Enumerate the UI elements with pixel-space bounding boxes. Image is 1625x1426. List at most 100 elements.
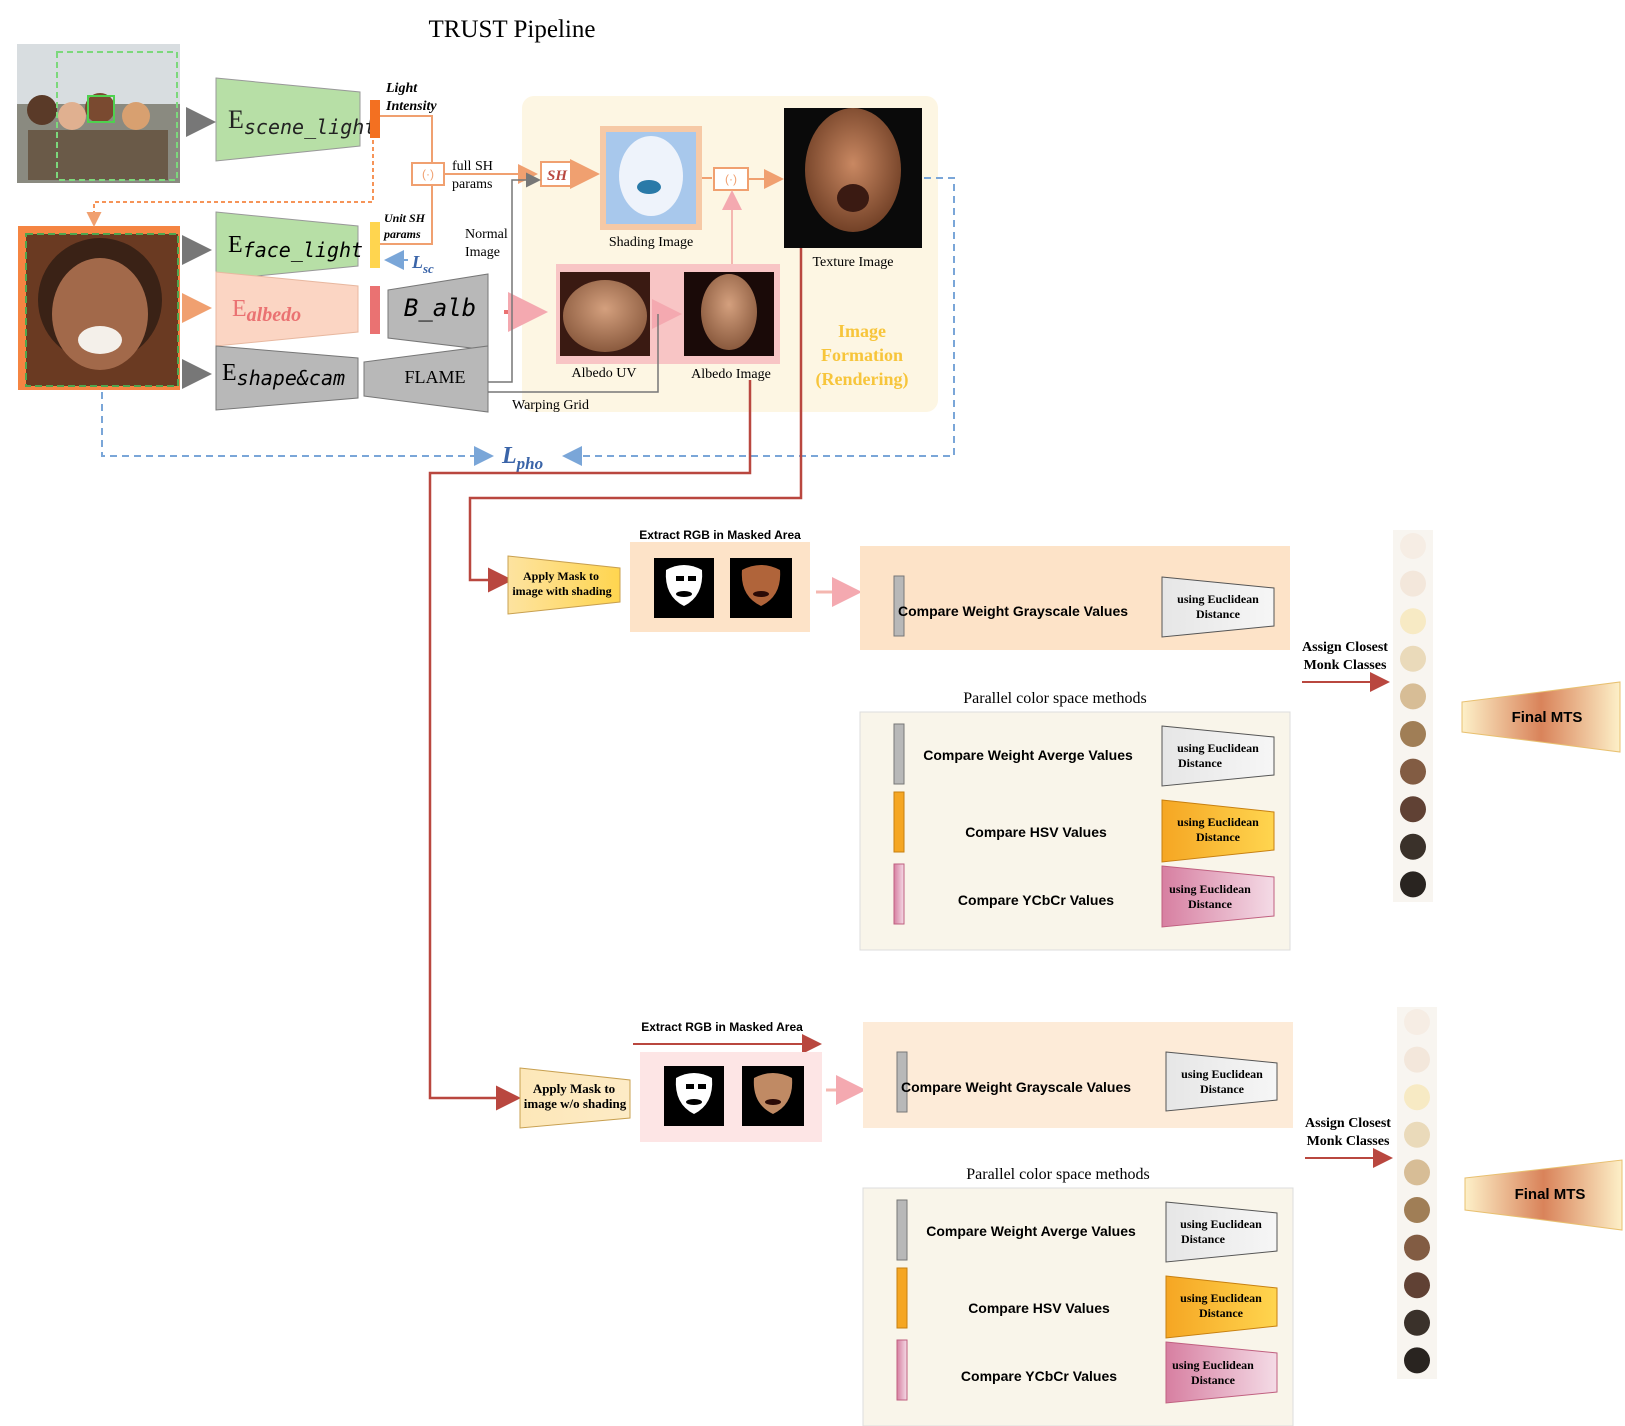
albedo-uv-image	[560, 272, 650, 356]
final-mts-label: Final MTS	[1512, 709, 1583, 726]
svg-text:using Euclidean: using Euclidean	[1180, 1291, 1262, 1305]
ycbcr-label: Compare YCbCr Values	[958, 892, 1114, 908]
average-label: Compare Weight Averge Values	[926, 1223, 1136, 1239]
image-formation-label: Image	[838, 321, 886, 341]
hsv-label: Compare HSV Values	[965, 824, 1107, 840]
scene-photo	[17, 44, 180, 183]
unit-sh-label: Unit SH	[384, 211, 426, 225]
svg-text:Distance: Distance	[1191, 1373, 1236, 1387]
albedo-bar	[370, 286, 380, 334]
texture-image-label: Texture Image	[812, 255, 893, 270]
monk-swatch-7	[1400, 758, 1426, 785]
apply-mask-label: Apply Mask to	[523, 569, 599, 583]
monk-swatch-2	[1404, 1046, 1430, 1073]
branch-with-shading: Apply Mask to image with shading Extract…	[507, 528, 1621, 951]
hsv-label: Compare HSV Values	[968, 1300, 1110, 1316]
albedo-image	[684, 272, 774, 356]
image-formation-label-2: Formation	[821, 345, 903, 365]
svg-text:Distance: Distance	[1178, 756, 1223, 770]
svg-text:using Euclidean: using Euclidean	[1180, 1217, 1262, 1231]
svg-text:using Euclidean: using Euclidean	[1177, 815, 1259, 829]
branch-without-shading: Apply Mask to image w/o shading Extract …	[519, 1007, 1623, 1426]
monk-swatch-3	[1400, 608, 1426, 635]
svg-text:Distance: Distance	[1200, 1082, 1245, 1096]
monk-swatch-2	[1400, 570, 1426, 597]
assign-label: Assign Closest	[1302, 640, 1388, 655]
monk-swatch-6	[1400, 721, 1426, 747]
svg-text:Distance: Distance	[1181, 1232, 1226, 1246]
shape-cam-encoder: Eshape&cam	[215, 345, 359, 411]
apply-mask-label: Apply Mask to	[533, 1081, 615, 1096]
monk-swatch-4	[1404, 1121, 1430, 1148]
scene-light-encoder: Escene_light	[215, 77, 376, 162]
normal-image-label: Normal	[465, 227, 508, 242]
monk-scale	[1404, 1009, 1430, 1374]
svg-text:SH: SH	[547, 168, 568, 184]
monk-scale	[1400, 533, 1426, 898]
monk-swatch-10	[1404, 1347, 1430, 1374]
monk-swatch-1	[1404, 1009, 1430, 1035]
monk-swatch-6	[1404, 1197, 1430, 1223]
monk-swatch-8	[1404, 1272, 1430, 1299]
svg-text:using Euclidean: using Euclidean	[1181, 1067, 1263, 1081]
apply-mask-shading-box	[507, 555, 621, 615]
parallel-title: Parallel color space methods	[966, 1166, 1150, 1183]
light-intensity-label-2: Intensity	[385, 99, 437, 114]
sh-box	[540, 161, 574, 187]
svg-text:(·): (·)	[422, 167, 434, 181]
apply-mask-no-shading-box	[519, 1067, 631, 1129]
monk-swatch-5	[1404, 1159, 1430, 1186]
svg-text:using Euclidean: using Euclidean	[1172, 1358, 1254, 1372]
extract-rgb-label: Extract RGB in Masked Area	[641, 1020, 803, 1034]
assign-label-2: Monk Classes	[1307, 1134, 1390, 1149]
grayscale-label: Compare Weight Grayscale Values	[901, 1079, 1131, 1095]
monk-swatch-9	[1404, 1309, 1430, 1336]
assign-label: Assign Closest	[1305, 1116, 1391, 1131]
monk-swatch-8	[1400, 796, 1426, 823]
b-alb-decoder: B_alb	[387, 273, 489, 351]
apply-mask-label-2: image w/o shading	[524, 1096, 627, 1111]
monk-swatch-10	[1400, 871, 1426, 898]
final-mts-box	[1461, 681, 1621, 753]
light-intensity-bar	[370, 100, 380, 138]
svg-text:using Euclidean: using Euclidean	[1169, 882, 1251, 896]
full-sh-label: full SH	[452, 159, 493, 174]
light-intensity-label: Light	[385, 81, 418, 96]
svg-text:Distance: Distance	[1196, 830, 1241, 844]
monk-swatch-5	[1400, 683, 1426, 710]
flame-decoder: FLAME	[363, 345, 489, 413]
l-pho-loss: Lpho	[501, 443, 543, 473]
final-mts-label: Final MTS	[1515, 1186, 1586, 1203]
monk-swatch-4	[1400, 645, 1426, 672]
svg-text:B_alb: B_alb	[404, 294, 476, 322]
albedo-image-label: Albedo Image	[691, 367, 771, 382]
shading-image	[606, 132, 696, 224]
page-title: TRUST Pipeline	[429, 16, 596, 43]
svg-text:Eshape&cam: Eshape&cam	[222, 360, 345, 390]
svg-text:using Euclidean: using Euclidean	[1177, 592, 1259, 606]
svg-text:Distance: Distance	[1196, 607, 1241, 621]
input-face-photo	[18, 226, 180, 390]
svg-text:FLAME: FLAME	[404, 367, 465, 387]
svg-text:Escene_light: Escene_light	[228, 105, 376, 139]
unit-sh-bar	[370, 222, 380, 268]
svg-text:Eface_light: Eface_light	[228, 232, 363, 262]
average-label: Compare Weight Averge Values	[923, 747, 1133, 763]
svg-text:Distance: Distance	[1188, 897, 1233, 911]
texture-image	[784, 108, 922, 248]
final-mts-box	[1464, 1159, 1623, 1231]
unit-sh-label-2: params	[383, 227, 421, 241]
image-formation-label-3: (Rendering)	[816, 369, 909, 390]
grayscale-label: Compare Weight Grayscale Values	[898, 603, 1128, 619]
monk-swatch-1	[1400, 533, 1426, 559]
full-sh-label-2: params	[452, 177, 492, 192]
ycbcr-label: Compare YCbCr Values	[961, 1368, 1117, 1384]
shading-image-label: Shading Image	[609, 235, 693, 250]
svg-text:Distance: Distance	[1199, 1306, 1244, 1320]
assign-label-2: Monk Classes	[1304, 658, 1387, 673]
grayscale-euclid-box	[1161, 576, 1275, 638]
monk-swatch-7	[1404, 1234, 1430, 1261]
face-light-encoder: Eface_light	[215, 211, 363, 281]
l-sc-loss: Lsc	[411, 252, 434, 276]
